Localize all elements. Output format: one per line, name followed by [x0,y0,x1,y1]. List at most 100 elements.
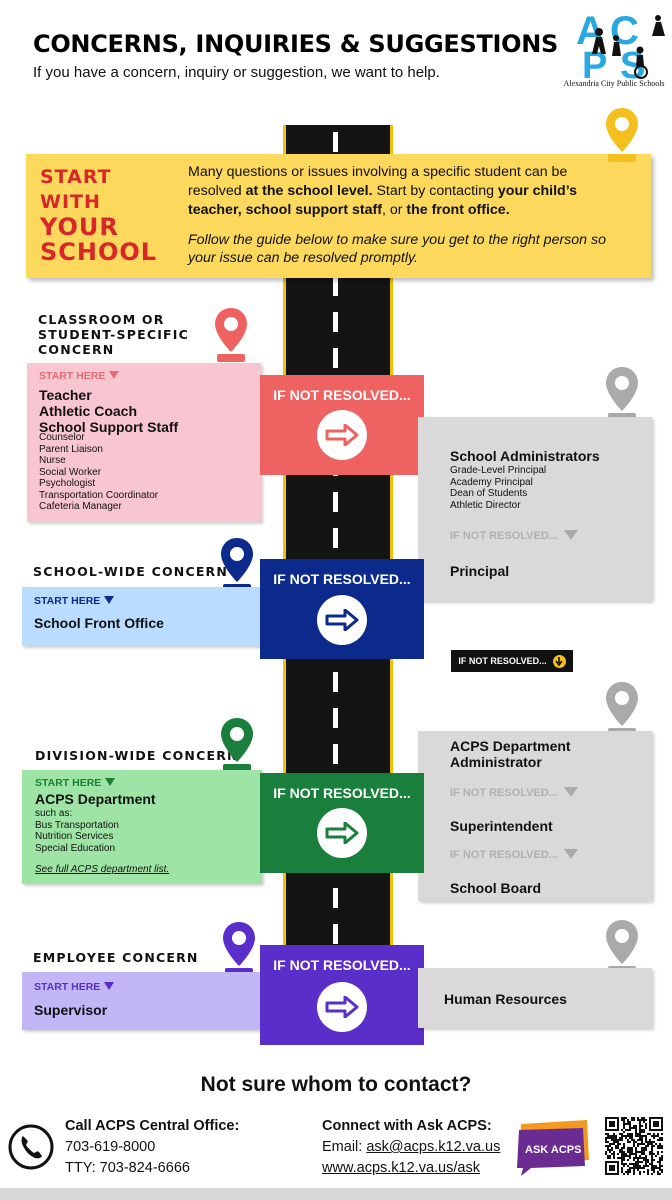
road-dash [333,924,338,944]
division-start-here-label: START HERE [35,777,102,789]
triangle-down-icon [105,778,116,786]
school-administrator-2: Academy Principal [450,476,533,488]
arrow-right-icon [325,609,359,631]
start-heading-line-1: START [40,166,112,188]
employee-start-here-label: START HERE [34,981,101,993]
division-secondary-3: Special Education [35,842,116,854]
page-title: CONCERNS, INQUIRIES & SUGGESTIONS [33,30,559,58]
classroom-secondary-1: Counselor [39,432,85,443]
classroom-secondary-7: Cafeteria Manager [39,501,122,512]
road-dash [333,132,338,152]
acps-department-administrator-line-2: Administrator [450,754,542,770]
division-secondary-list: such as: Bus Transportation Nutrition Se… [35,808,119,854]
road-dash [333,492,338,512]
school-wide-box [22,587,262,646]
division-secondary-1: Bus Transportation [35,819,119,831]
email-label: Email: [322,1139,367,1155]
school-wide-category-heading: SCHOOL-WIDE CONCERN [33,564,229,579]
road-dash [333,348,338,368]
arrow-right-icon [325,822,359,844]
human-resources-box [418,968,652,1028]
classroom-if-not-resolved-label: IF NOT RESOLVED... [273,387,411,403]
road-dash [333,672,338,692]
green-map-pin-icon [221,718,253,772]
gray-map-pin-icon [606,682,638,736]
acps-department-administrator-label: ACPS Department Administrator [450,738,571,770]
road-dash [333,888,338,908]
classroom-secondary-6: Transportation Coordinator [39,489,159,501]
department-if-not-resolved-label: IF NOT RESOLVED... [450,787,558,799]
acps-department-administrator-line-1: ACPS Department [450,738,571,754]
down-arrow-circle-icon [552,654,566,668]
classroom-start-here: START HERE [39,370,120,382]
superintendent-label: Superintendent [450,818,553,834]
black-badge-label: IF NOT RESOLVED... [458,656,547,666]
classroom-start-here-label: START HERE [39,370,106,382]
division-if-not-resolved-label: IF NOT RESOLVED... [273,785,411,801]
classroom-primary-list: Teacher Athletic Coach School Support St… [39,387,178,435]
call-title: Call ACPS Central Office: [65,1118,240,1134]
classroom-arrow-button [317,410,367,460]
start-heading: START WITH YOUR SCHOOL [40,165,190,265]
acps-logo: A C P S [576,9,665,87]
ask-url-link[interactable]: www.acps.k12.va.us/ask [322,1160,480,1176]
employee-if-not-resolved-label: IF NOT RESOLVED... [273,957,411,973]
road-dash [333,744,338,764]
classroom-category-line-2: STUDENT-SPECIFIC [38,327,190,342]
if-not-resolved-black-badge: IF NOT RESOLVED... [451,650,573,672]
school-front-office-label: School Front Office [34,615,164,631]
school-administrators-title: School Administrators [450,448,600,464]
start-heading-line-4: SCHOOL [40,238,158,266]
purple-map-pin-icon [223,922,255,976]
school-administrator-4: Athletic Director [450,499,521,511]
phone-number[interactable]: 703-619-8000 [65,1139,156,1155]
acps-department-label: ACPS Department [35,791,156,807]
start-heading-line-3: YOUR [40,213,119,241]
triangle-down-icon [563,530,578,540]
logo-caption: Alexandria City Public Schools [563,79,665,88]
classroom-box [27,363,261,522]
classroom-category-heading: CLASSROOM OR STUDENT-SPECIFIC CONCERN [38,312,189,357]
classroom-secondary-3: Nurse [39,455,66,466]
division-wide-box [22,770,262,884]
school-administrators-box [418,417,652,601]
division-arrow-button [317,808,367,858]
employee-box [22,972,262,1030]
phone-icon [8,1124,54,1170]
ask-acps-badge-text: ASK ACPS [525,1144,581,1156]
administrators-if-not-resolved: IF NOT RESOLVED... [450,530,578,542]
yellow-map-pin-icon [606,108,638,162]
employee-category-heading: EMPLOYEE CONCERN [33,950,199,965]
start-body-part-1: Many questions or issues involving a spe… [188,164,568,199]
supervisor-label: Supervisor [34,1002,108,1018]
not-sure-heading: Not sure whom to contact? [200,1073,472,1096]
division-such-as: such as: [35,808,73,819]
school-wide-start-here: START HERE [34,595,115,607]
tty-number[interactable]: TTY: 703-824-6666 [65,1160,190,1176]
call-central-office-block: Call ACPS Central Office: 703-619-8000 T… [65,1116,239,1179]
division-secondary-2: Nutrition Services [35,831,114,842]
navy-map-pin-icon [221,538,253,592]
principal-label: Principal [450,563,510,579]
start-body-text: Many questions or issues involving a spe… [188,163,608,220]
classroom-category-line-1: CLASSROOM OR [38,312,165,327]
road-dash [333,312,338,332]
email-line: Email: ask@acps.k12.va.us [322,1137,500,1158]
start-body-part-2: at the school level. [245,183,373,199]
arrow-right-icon [325,424,359,446]
start-body-part-4: your child’s teacher, school support sta… [188,183,578,218]
triangle-down-icon [563,849,578,859]
division-start-here: START HERE [35,777,116,789]
department-list-link[interactable]: See full ACPS department list. [35,864,170,875]
school-wide-start-here-label: START HERE [34,595,101,607]
start-body-part-6: the front office. [406,202,510,218]
start-body-part-5: , or [381,202,407,218]
arrow-right-icon [325,996,359,1018]
ask-acps-badge-icon: ASK ACPS [517,1120,589,1176]
administrators-if-not-resolved-label: IF NOT RESOLVED... [450,530,558,542]
classroom-primary-2: Athletic Coach [39,403,138,419]
email-link[interactable]: ask@acps.k12.va.us [366,1139,501,1155]
triangle-down-icon [563,787,578,797]
qr-code-icon[interactable] [603,1115,665,1177]
superintendent-if-not-resolved-label: IF NOT RESOLVED... [450,849,558,861]
